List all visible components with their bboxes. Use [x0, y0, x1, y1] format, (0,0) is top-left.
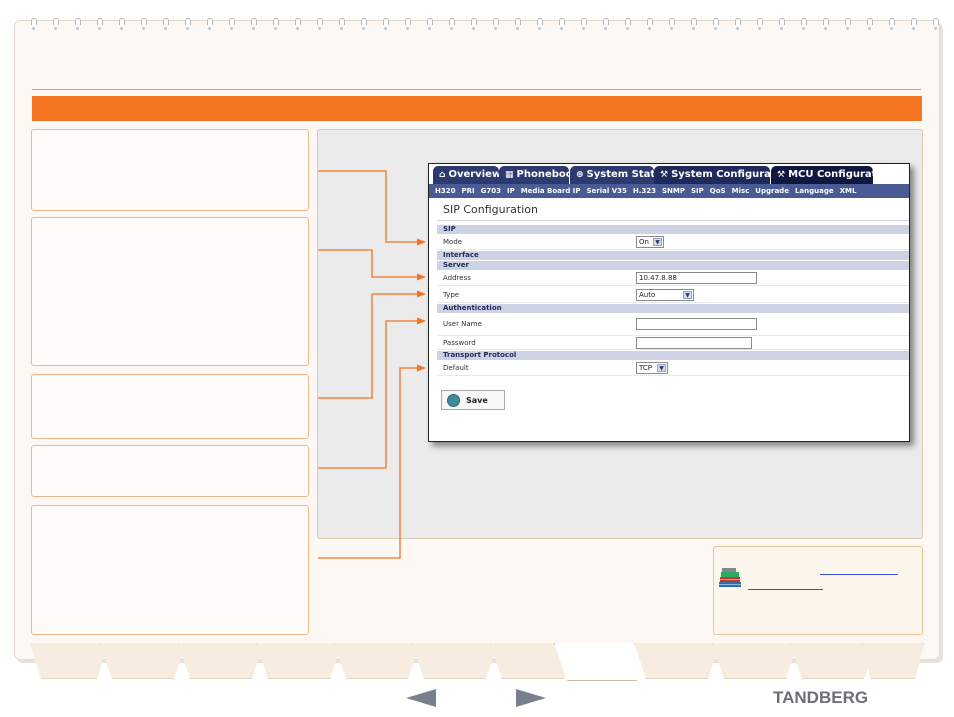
- chapter-tab[interactable]: [862, 643, 924, 679]
- save-label: Save: [466, 396, 488, 405]
- next-page-arrow-icon[interactable]: [516, 689, 546, 707]
- house-icon: ⌂: [439, 170, 446, 180]
- books-icon: [719, 568, 741, 587]
- chevron-down-icon: ▼: [683, 291, 692, 299]
- tab-label: Phonebook: [516, 169, 580, 180]
- type-label: Type: [443, 291, 460, 299]
- section-label: Interface: [437, 251, 909, 260]
- username-label: User Name: [443, 320, 482, 328]
- section-transport-protocol: Transport Protocol: [437, 351, 909, 360]
- reference-box: [713, 546, 923, 635]
- chevron-down-icon: ▼: [653, 238, 662, 246]
- mode-label: Mode: [443, 238, 463, 246]
- web-interface-screenshot: ⌂Overview ▦Phonebook ⊕System Status ⚒Sys…: [428, 163, 910, 442]
- header-divider: [32, 89, 921, 90]
- password-label: Password: [443, 339, 476, 347]
- username-input[interactable]: [636, 318, 757, 330]
- default-row: Default TCP ▼: [437, 360, 909, 376]
- phonebook-icon: ▦: [505, 170, 514, 180]
- subnav-snmp[interactable]: SNMP: [662, 187, 686, 195]
- reference-link[interactable]: [820, 574, 898, 575]
- tab-label: Overview: [448, 169, 502, 180]
- address-value: 10.47.8.88: [639, 274, 677, 282]
- title-underline: [437, 220, 909, 221]
- subnav-xml[interactable]: XML: [839, 187, 857, 195]
- subnav-h323[interactable]: H.323: [632, 187, 657, 195]
- callout-box-3: [31, 374, 309, 439]
- password-input[interactable]: [636, 337, 752, 349]
- callout-box-1: [31, 129, 309, 211]
- chapter-tab[interactable]: [412, 643, 498, 679]
- save-icon: [447, 394, 460, 407]
- chapter-tab[interactable]: [790, 643, 876, 679]
- subnav-serial-v35[interactable]: Serial V35: [586, 187, 627, 195]
- chapter-tab[interactable]: [178, 643, 264, 679]
- type-row: Type Auto ▼: [437, 287, 909, 303]
- callout-box-2: [31, 217, 309, 366]
- username-row: User Name: [437, 313, 909, 336]
- tab-system-status[interactable]: ⊕System Status: [570, 166, 668, 184]
- subnav-sip[interactable]: SIP: [691, 187, 704, 195]
- chapter-tab-active[interactable]: [554, 643, 650, 681]
- chapter-tab[interactable]: [634, 643, 720, 679]
- callout-box-5: [31, 505, 309, 635]
- password-row: Password: [437, 337, 909, 350]
- type-value: Auto: [639, 291, 656, 299]
- chapter-tab[interactable]: [100, 643, 186, 679]
- address-input[interactable]: 10.47.8.88: [636, 272, 757, 284]
- section-interface: Interface: [437, 251, 909, 260]
- chapter-tab[interactable]: [30, 643, 108, 679]
- wrench-icon: ⚒: [660, 170, 669, 180]
- subnav-upgrade[interactable]: Upgrade: [755, 187, 789, 195]
- default-label: Default: [443, 364, 469, 372]
- mode-select[interactable]: On ▼: [636, 236, 664, 248]
- tab-system-configuration[interactable]: ⚒System Configuration: [654, 166, 793, 184]
- binder-rings: [30, 18, 940, 34]
- tab-label: System Configuration: [671, 169, 794, 180]
- previous-page-arrow-icon[interactable]: [406, 689, 436, 707]
- brand-logo: TANDBERG: [773, 688, 869, 707]
- subnav-misc[interactable]: Misc: [731, 187, 750, 195]
- tab-overview[interactable]: ⌂Overview: [433, 166, 502, 184]
- tab-mcu-configuration[interactable]: ⚒MCU Configuration: [771, 166, 894, 184]
- subnav-h320[interactable]: H320: [435, 187, 456, 195]
- tab-label: MCU Configuration: [788, 169, 894, 180]
- bottom-chapter-tabs: [30, 643, 925, 681]
- subnav-media-board-ip[interactable]: Media Board IP: [520, 187, 581, 195]
- subnav-qos[interactable]: QoS: [709, 187, 726, 195]
- section-label: Authentication: [437, 304, 909, 313]
- address-row: Address 10.47.8.88: [437, 270, 909, 286]
- section-authentication: Authentication: [437, 304, 909, 313]
- section-label: Transport Protocol: [437, 351, 909, 360]
- main-tabs: ⌂Overview ▦Phonebook ⊕System Status ⚒Sys…: [429, 164, 909, 184]
- subnav-g703[interactable]: G703: [480, 187, 501, 195]
- tab-phonebook[interactable]: ▦Phonebook: [499, 166, 579, 184]
- transport-select[interactable]: TCP ▼: [636, 362, 668, 374]
- chapter-tab[interactable]: [712, 643, 798, 679]
- section-sip: SIP: [437, 225, 909, 234]
- section-label: SIP: [437, 225, 909, 234]
- address-label: Address: [443, 274, 471, 282]
- chapter-tab[interactable]: [256, 643, 342, 679]
- subnav-ip[interactable]: IP: [506, 187, 515, 195]
- mode-row: Mode On ▼: [437, 234, 909, 250]
- chevron-down-icon: ▼: [657, 364, 666, 372]
- wrench-icon: ⚒: [777, 170, 786, 180]
- page-title: SIP Configuration: [443, 203, 538, 216]
- type-select[interactable]: Auto ▼: [636, 289, 694, 301]
- tab-label: System Status: [586, 169, 669, 180]
- save-button[interactable]: Save: [441, 390, 505, 410]
- section-server: Server: [437, 261, 909, 270]
- subnav-pri[interactable]: PRI: [461, 187, 475, 195]
- default-value: TCP: [639, 364, 652, 372]
- chapter-tab[interactable]: [334, 643, 420, 679]
- reference-link[interactable]: [748, 589, 823, 590]
- callout-box-4: [31, 445, 309, 497]
- section-label: Server: [437, 261, 909, 270]
- status-icon: ⊕: [576, 170, 584, 180]
- subnav-language[interactable]: Language: [794, 187, 834, 195]
- sub-navigation: H320 PRI G703 IP Media Board IP Serial V35 H.3…: [429, 184, 909, 198]
- mode-value: On: [639, 238, 649, 246]
- section-title-bar: [32, 96, 922, 121]
